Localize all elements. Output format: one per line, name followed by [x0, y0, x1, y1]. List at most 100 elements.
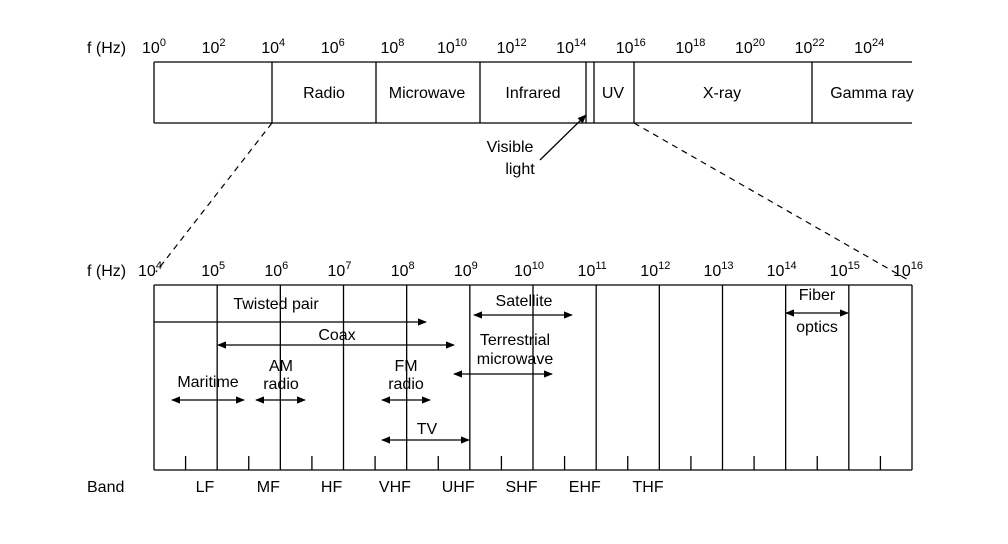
top-tick-6: 1012 — [497, 37, 527, 57]
band-shf: SHF — [506, 479, 538, 496]
top-tick-12: 1024 — [854, 37, 884, 57]
top-tick-exp-1: 2 — [219, 37, 225, 49]
bottom-tick-base-1: 10 — [201, 263, 219, 280]
bottom-tick-base-8: 10 — [640, 263, 658, 280]
bottom-tick-1: 105 — [201, 260, 225, 280]
tv-label: TV — [417, 421, 438, 438]
top-tick-exp-8: 16 — [634, 37, 646, 49]
top-axis-label: f (Hz) — [87, 40, 126, 57]
region-gamma-ray: Gamma ray — [830, 85, 914, 102]
band-lf: LF — [196, 479, 215, 496]
top-tick-exp-9: 18 — [693, 37, 705, 49]
band-vhf: VHF — [379, 479, 411, 496]
bottom-tick-exp-9: 13 — [721, 260, 733, 272]
top-tick-base-10: 10 — [735, 40, 753, 57]
fiber-label-1: Fiber — [799, 287, 836, 304]
top-tick-exp-7: 14 — [574, 37, 586, 49]
bottom-tick-2: 106 — [264, 260, 288, 280]
bottom-tick-exp-6: 10 — [532, 260, 544, 272]
bottom-tick-base-5: 10 — [454, 263, 472, 280]
zoom-line-left — [155, 122, 273, 273]
top-tick-exp-4: 8 — [398, 37, 404, 49]
fiber-label-2: optics — [796, 319, 838, 336]
bottom-tick-exp-8: 12 — [658, 260, 670, 272]
top-tick-0: 100 — [142, 37, 166, 57]
bottom-tick-12: 1016 — [893, 260, 923, 280]
top-tick-2: 104 — [261, 37, 285, 57]
region-radio: Radio — [303, 85, 345, 102]
bottom-tick-4: 108 — [391, 260, 415, 280]
band-uhf: UHF — [442, 479, 475, 496]
top-tick-9: 1018 — [675, 37, 705, 57]
bottom-tick-base-12: 10 — [893, 263, 911, 280]
bottom-tick-base-9: 10 — [703, 263, 721, 280]
bottom-tick-6: 1010 — [514, 260, 544, 280]
bottom-tick-11: 1015 — [830, 260, 860, 280]
bottom-tick-3: 107 — [328, 260, 352, 280]
top-tick-base-0: 10 — [142, 40, 160, 57]
region-xray: X-ray — [703, 85, 741, 102]
bottom-tick-5: 109 — [454, 260, 478, 280]
top-tick-base-1: 10 — [202, 40, 220, 57]
region-infrared: Infrared — [505, 85, 560, 102]
bottom-tick-base-10: 10 — [767, 263, 785, 280]
bottom-tick-base-4: 10 — [391, 263, 409, 280]
top-tick-exp-11: 22 — [812, 37, 824, 49]
band-mf: MF — [257, 479, 280, 496]
terrestrial-label-2: microwave — [477, 351, 554, 368]
bottom-tick-9: 1013 — [703, 260, 733, 280]
fm-radio-label-1: FM — [394, 358, 417, 375]
top-tick-base-5: 10 — [437, 40, 455, 57]
top-tick-base-4: 10 — [380, 40, 398, 57]
top-tick-base-6: 10 — [497, 40, 515, 57]
bottom-tick-exp-5: 9 — [472, 260, 478, 272]
top-tick-exp-3: 6 — [339, 37, 345, 49]
bottom-tick-exp-4: 8 — [409, 260, 415, 272]
bottom-tick-base-2: 10 — [264, 263, 282, 280]
top-tick-base-2: 10 — [261, 40, 279, 57]
top-tick-exp-5: 10 — [455, 37, 467, 49]
region-uv: UV — [602, 85, 625, 102]
bottom-tick-exp-10: 14 — [784, 260, 796, 272]
top-tick-exp-0: 0 — [160, 37, 166, 49]
twisted-pair-label: Twisted pair — [233, 296, 319, 313]
satellite-label: Satellite — [496, 293, 553, 310]
top-tick-8: 1016 — [616, 37, 646, 57]
top-tick-10: 1020 — [735, 37, 765, 57]
top-tick-3: 106 — [321, 37, 345, 57]
maritime-label: Maritime — [177, 374, 238, 391]
top-tick-5: 1010 — [437, 37, 467, 57]
band-axis-label: Band — [87, 479, 124, 496]
bottom-tick-exp-3: 7 — [345, 260, 351, 272]
top-tick-base-12: 10 — [854, 40, 872, 57]
bottom-tick-base-3: 10 — [328, 263, 346, 280]
bottom-tick-base-7: 10 — [578, 263, 596, 280]
top-tick-7: 1014 — [556, 37, 586, 57]
bottom-tick-0: 104 — [138, 260, 162, 280]
bottom-axis-label: f (Hz) — [87, 263, 126, 280]
region-microwave: Microwave — [389, 85, 466, 102]
bottom-tick-7: 1011 — [578, 260, 607, 280]
bottom-tick-exp-7: 11 — [595, 260, 606, 272]
zoom-line-right — [633, 122, 911, 282]
bottom-tick-base-6: 10 — [514, 263, 532, 280]
bottom-tick-8: 1012 — [640, 260, 670, 280]
visible-light-arrow — [539, 114, 587, 161]
bottom-tick-exp-2: 6 — [282, 260, 288, 272]
visible-light-label-2: light — [505, 161, 535, 178]
bottom-tick-exp-11: 15 — [848, 260, 860, 272]
terrestrial-label-1: Terrestrial — [480, 332, 550, 349]
top-tick-4: 108 — [380, 37, 404, 57]
top-tick-base-11: 10 — [795, 40, 813, 57]
band-thf: THF — [633, 479, 664, 496]
top-tick-1: 102 — [202, 37, 226, 57]
top-tick-exp-2: 4 — [279, 37, 285, 49]
bottom-tick-10: 1014 — [767, 260, 797, 280]
